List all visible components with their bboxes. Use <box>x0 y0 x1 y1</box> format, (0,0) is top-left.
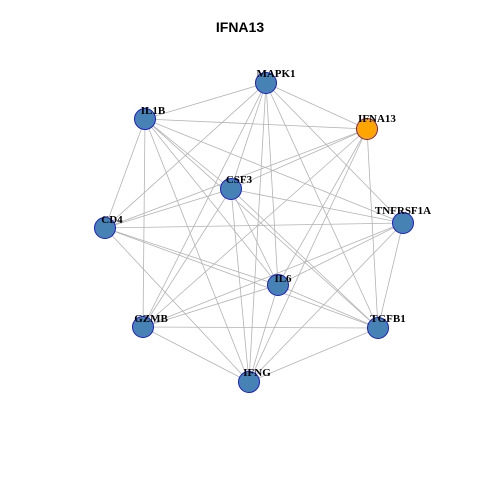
edge-mapk1-tgfb1 <box>265 82 379 329</box>
node-label-cd4: CD4 <box>101 214 123 226</box>
edge-mapk1-csf3 <box>230 82 267 190</box>
edge-ifna13-ifng <box>248 128 368 383</box>
node-label-tnfrsf1a: TNFRSF1A <box>375 205 431 217</box>
edge-tnfrsf1a-il6 <box>277 222 404 286</box>
node-label-tgfb1: TGFB1 <box>370 313 405 325</box>
edge-il1b-tnfrsf1a <box>144 118 404 224</box>
node-cd4[interactable] <box>94 217 116 239</box>
edge-il6-ifng <box>248 284 279 383</box>
edge-csf3-cd4 <box>104 188 232 229</box>
edge-cd4-ifng <box>104 227 250 383</box>
edge-csf3-il6 <box>230 188 279 286</box>
node-label-csf3: CSF3 <box>226 174 253 186</box>
edge-il1b-gzmb <box>142 118 146 328</box>
node-label-mapk1: MAPK1 <box>256 68 295 80</box>
edge-tnfrsf1a-ifng <box>248 222 404 383</box>
edge-mapk1-ifna13 <box>265 82 368 130</box>
node-ifng[interactable] <box>238 371 260 393</box>
edge-csf3-tgfb1 <box>230 188 379 329</box>
node-label-ifng: IFNG <box>243 367 271 379</box>
node-ifna13[interactable] <box>356 118 378 140</box>
node-label-gzmb: GZMB <box>134 313 168 325</box>
node-csf3[interactable] <box>220 178 242 200</box>
edge-il1b-csf3 <box>144 118 232 190</box>
edge-csf3-tnfrsf1a <box>230 188 404 224</box>
edge-mapk1-il6 <box>265 82 279 286</box>
edge-ifna13-tgfb1 <box>366 128 379 329</box>
edge-tnfrsf1a-gzmb <box>142 222 404 328</box>
graph-title: IFNA13 <box>215 19 265 35</box>
node-il6[interactable] <box>267 274 289 296</box>
node-tnfrsf1a[interactable] <box>392 212 414 234</box>
edge-mapk1-ifng <box>248 82 267 383</box>
edge-csf3-ifng <box>230 188 250 383</box>
edge-cd4-tnfrsf1a <box>104 222 404 229</box>
node-label-ifna13: IFNA13 <box>358 113 396 125</box>
edge-mapk1-il1b <box>144 82 267 120</box>
node-tgfb1[interactable] <box>367 317 389 339</box>
node-gzmb[interactable] <box>132 316 154 338</box>
edge-il1b-tgfb1 <box>144 118 379 329</box>
edge-il6-gzmb <box>142 284 279 328</box>
edge-ifna13-gzmb <box>142 128 368 328</box>
edge-il1b-ifng <box>144 118 250 383</box>
edge-layer <box>104 82 404 383</box>
edge-mapk1-tnfrsf1a <box>265 82 404 224</box>
edge-cd4-il6 <box>104 227 279 286</box>
node-mapk1[interactable] <box>255 72 277 94</box>
edge-il1b-il6 <box>144 118 279 286</box>
edge-cd4-tgfb1 <box>104 227 379 329</box>
edge-tnfrsf1a-tgfb1 <box>377 222 404 329</box>
edge-ifna13-csf3 <box>230 128 368 190</box>
edge-il1b-ifna13 <box>144 118 368 130</box>
node-layer <box>94 72 414 393</box>
edge-gzmb-ifng <box>142 326 250 383</box>
node-label-il1b: IL1B <box>141 105 166 117</box>
edge-tgfb1-ifng <box>248 327 379 383</box>
edge-gzmb-tgfb1 <box>142 326 379 329</box>
edge-il1b-cd4 <box>104 118 146 229</box>
edge-il6-tgfb1 <box>277 284 379 329</box>
node-il1b[interactable] <box>134 108 156 130</box>
node-label-il6: IL6 <box>274 273 292 285</box>
edge-ifna13-cd4 <box>104 128 368 229</box>
